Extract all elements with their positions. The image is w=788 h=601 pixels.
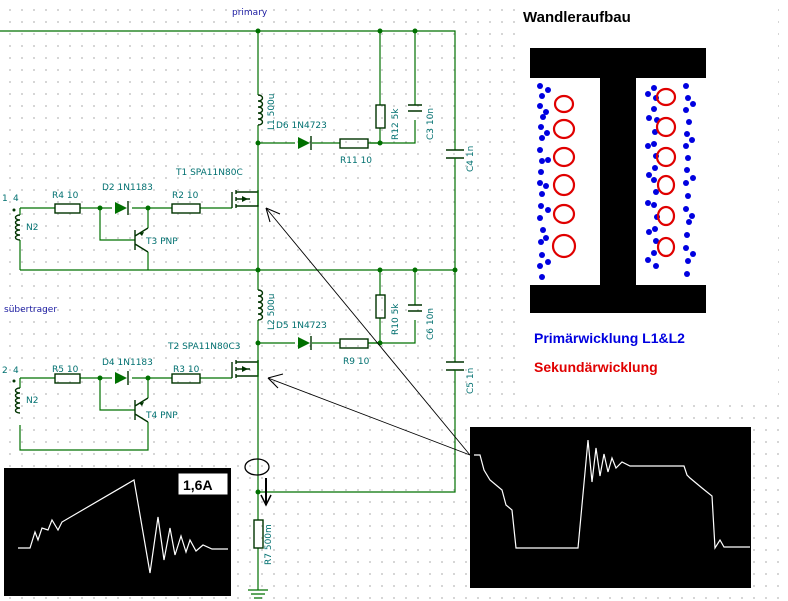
label-l2: L2 500u [267, 294, 277, 330]
pnp-t3 [134, 227, 149, 253]
winding-n2-bottom [12, 379, 21, 414]
pin-top-left: 1 [2, 194, 8, 204]
label-r11: R11 10 [340, 156, 372, 166]
core-bottom-bar [530, 285, 706, 313]
label-l1: L1 500u [267, 94, 277, 130]
pin-top-right: 4 [13, 194, 19, 204]
label-r12: R12 5k [391, 108, 401, 140]
core-center-leg [600, 78, 636, 285]
mosfet-t1 [231, 190, 259, 208]
primary-winding-dots [537, 83, 696, 280]
label-c3: C3 10n [426, 108, 436, 140]
label-t2: T2 SPA11N80C3 [167, 342, 240, 352]
net-label-transformer: sübertrager [4, 305, 57, 315]
label-d2: D2 1N1183 [102, 183, 153, 193]
mosfet-t2 [231, 360, 259, 388]
label-c5: C5 1n [466, 368, 476, 394]
transformer-title: Wandleraufbau [523, 9, 631, 26]
label-r4: R4 10 [52, 191, 79, 201]
label-n2-top: N2 [26, 223, 38, 233]
net-label-primary: primary [232, 8, 268, 18]
current-trace [18, 479, 228, 574]
pnp-t4 [134, 397, 149, 423]
pin-bottom-left: 2 [2, 366, 8, 376]
label-r2: R2 10 [172, 191, 199, 201]
label-t3: T3 PNP [145, 237, 178, 247]
transformer-panel: Wandleraufbau [520, 0, 778, 400]
core-top-bar [530, 48, 706, 78]
pin-bottom-right: 4 [13, 366, 19, 376]
inductor-l1 [257, 94, 264, 126]
winding-n2-top [12, 208, 21, 241]
label-t1: T1 SPA11N80C [175, 168, 243, 178]
inductor-l2 [257, 289, 264, 321]
legend-secondary: Sekundärwicklung [534, 359, 658, 375]
core-drawing [530, 48, 706, 313]
voltage-trace [474, 439, 750, 550]
label-d6: D6 1N4723 [276, 121, 327, 131]
scope-voltage [470, 427, 751, 588]
current-probe [244, 458, 272, 507]
label-r9: R9 10 [343, 357, 370, 367]
label-r5: R5 10 [52, 365, 79, 375]
label-r3: R3 10 [173, 365, 200, 375]
secondary-winding-ovals [551, 87, 677, 259]
resistors [54, 104, 386, 549]
label-r7: R7 500m [264, 524, 274, 565]
label-c6: C6 10n [426, 308, 436, 340]
legend-primary: Primärwicklung L1&L2 [534, 330, 685, 346]
junction-dots [97, 28, 458, 495]
scope-current: 1,6A [4, 468, 231, 596]
capacitors [408, 104, 464, 382]
label-d4: D4 1N1183 [102, 358, 153, 368]
label-n2-bottom: N2 [26, 396, 38, 406]
label-t4: T4 PNP [145, 411, 178, 421]
label-r10: R10 5k [391, 303, 401, 335]
current-value-label: 1,6A [183, 477, 213, 493]
diodes [115, 136, 312, 385]
label-c4: C4 1n [466, 146, 476, 172]
label-d5: D5 1N4723 [276, 321, 327, 331]
